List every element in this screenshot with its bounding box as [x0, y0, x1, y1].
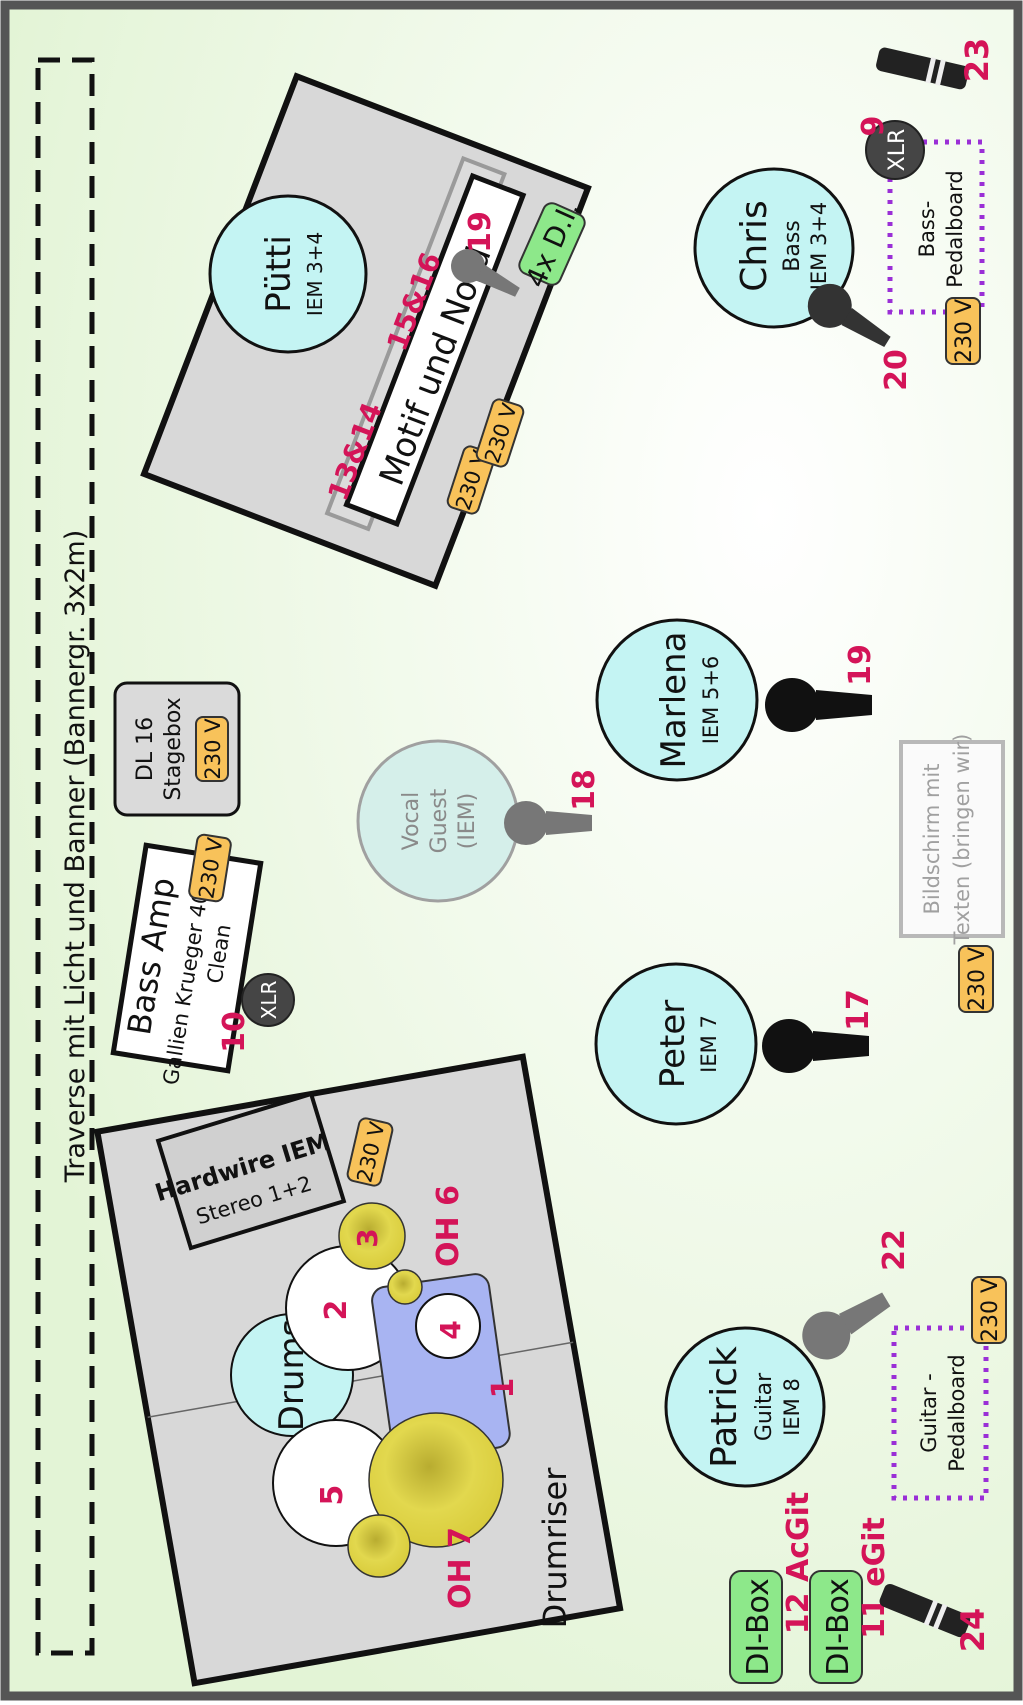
mic-22-channel: 22: [877, 1229, 912, 1271]
musician-chris: [693, 167, 855, 329]
wireless-mic-23-icon: [876, 47, 969, 90]
patrick-iem: IEM 8: [780, 1378, 804, 1436]
putti-name: Pütti: [259, 235, 299, 313]
bass-xlr: [865, 120, 925, 180]
peter-mic-icon: [762, 1019, 869, 1073]
hardwire-iem-box: [155, 1091, 347, 1251]
di-box-1-label: DI-Box: [741, 1578, 776, 1675]
stagebox-line2: Stagebox: [161, 697, 186, 800]
guitar-pedalboard-line2: Pedalboard: [945, 1354, 969, 1472]
chris-name: Chris: [734, 200, 775, 292]
putti-iem: IEM 3+4: [303, 232, 327, 316]
marlena-name: Marlena: [654, 632, 694, 769]
mic-19-channel: 19: [843, 644, 878, 686]
wireless-mic-24-icon: [879, 1583, 971, 1638]
svg-text:230 V: 230 V: [965, 947, 990, 1011]
chris-role: Bass: [780, 220, 805, 272]
bass-amp-xlr: [241, 973, 295, 1027]
overhead-6: OH 6: [431, 1185, 466, 1267]
vocal-guest-mic-icon: [504, 801, 592, 845]
cymbal-3: [338, 1202, 406, 1270]
di-box-1: [729, 1570, 783, 1684]
bass-xlr-channel: 9: [856, 116, 891, 137]
mic-23-channel: 23: [958, 38, 996, 83]
chris-mic-icon: [807, 283, 891, 347]
drum-number-5: 5: [315, 1485, 350, 1506]
drumriser-label: Drumriser: [536, 1467, 574, 1629]
mic-24-channel: 24: [954, 1608, 992, 1653]
vocal-guest-line2: Guest: [427, 788, 452, 853]
musician-putti: [208, 194, 368, 354]
peter-iem: IEM 7: [697, 1015, 721, 1073]
marlena-iem: IEM 5+6: [699, 656, 723, 745]
drum-number-3: 3: [351, 1228, 384, 1247]
bass-power: 230 V: [945, 297, 981, 365]
screen-line1: Bildschirm mit: [920, 764, 944, 915]
overhead-7: OH 7: [443, 1527, 478, 1609]
hihat: [387, 1269, 423, 1305]
bass-pedalboard-line2: Pedalboard: [943, 170, 967, 288]
svg-text:230 V: 230 V: [978, 1278, 1003, 1342]
vocal-guest-line1: Vocal: [399, 792, 424, 851]
text-screen: [899, 740, 1005, 938]
musician-patrick: [664, 1326, 826, 1488]
patrick-mic-icon: [802, 1292, 891, 1360]
ride-cymbal: [368, 1412, 504, 1548]
musician-marlena: [595, 618, 759, 782]
di-box-2-channel: 11 eGit: [857, 1517, 892, 1639]
patrick-name: Patrick: [704, 1346, 745, 1468]
tom-4: [415, 1293, 481, 1359]
drum-number-2: 2: [319, 1300, 354, 1321]
bass-amp-channel: 10: [217, 1011, 252, 1053]
di-box-2: [809, 1570, 863, 1684]
stagebox-power: 230 V: [195, 716, 229, 782]
drum-number-4: 4: [434, 1320, 467, 1339]
mic-17-channel: 17: [841, 989, 876, 1031]
screen-line2: Texten (bringen wir): [950, 734, 974, 946]
bass-pedalboard-line1: Bass-: [915, 201, 939, 258]
bass-pedalboard: [887, 139, 985, 315]
patrick-role: Guitar: [752, 1372, 777, 1441]
bass-amp-power: 230 V: [188, 833, 232, 903]
mic-18-channel: 18: [567, 769, 602, 811]
drum-number-1: 1: [486, 1378, 521, 1399]
guitar-power: 230 V: [971, 1276, 1007, 1344]
guitar-pedalboard: [891, 1325, 989, 1501]
mic-20-channel: 20: [879, 349, 914, 391]
peter-name: Peter: [653, 1000, 693, 1088]
marlena-mic-icon: [765, 678, 872, 732]
screen-power: 230 V: [958, 945, 994, 1013]
musician-peter: [594, 962, 758, 1126]
bass-amp-xlr-label: XLR: [257, 981, 281, 1020]
di-box-2-label: DI-Box: [821, 1578, 856, 1675]
vocal-guest-line3: (IEM): [455, 793, 480, 850]
guitar-pedalboard-line1: Guitar -: [917, 1373, 941, 1452]
svg-text:230 V: 230 V: [952, 299, 977, 363]
keys-mic-icon: [451, 249, 520, 297]
bass-xlr-label: XLR: [885, 129, 910, 172]
stagebox-line1: DL 16: [133, 717, 158, 781]
keys-mic-channel: 19: [463, 211, 498, 253]
banner-label: Traverse mit Licht und Banner (Bannergr.…: [60, 530, 91, 1183]
chris-iem: IEM 3+4: [807, 202, 831, 291]
crash-cymbal: [347, 1514, 411, 1578]
svg-text:230 V: 230 V: [201, 718, 225, 780]
banner-truss: [35, 57, 95, 1656]
